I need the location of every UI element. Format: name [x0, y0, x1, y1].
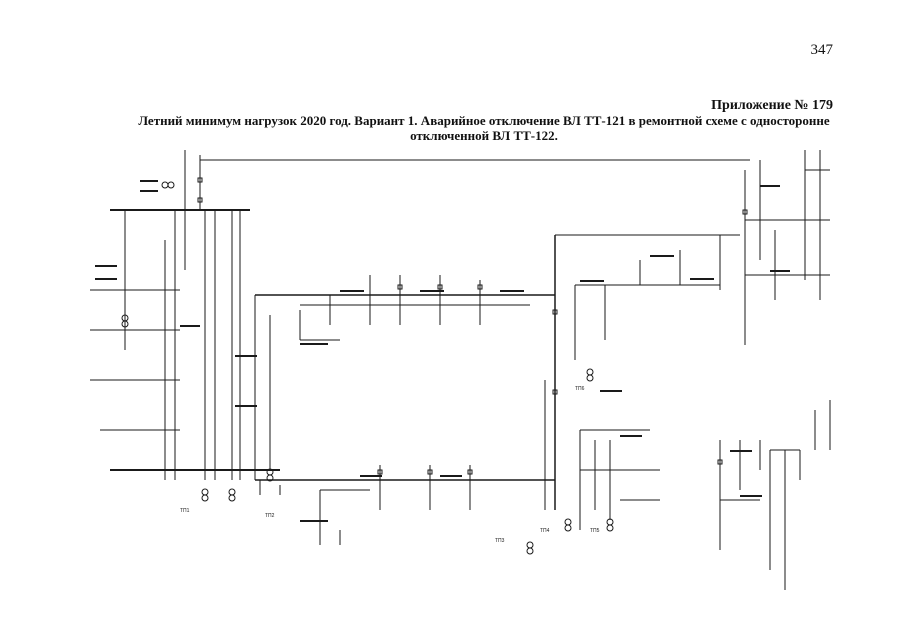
tiny-label-mark [300, 520, 328, 522]
transformer-symbol [201, 488, 209, 496]
tiny-label-mark [140, 190, 158, 192]
tiny-labels [95, 180, 790, 522]
tiny-label-mark [180, 325, 200, 327]
breaker-symbol [552, 309, 558, 315]
breaker-symbol [437, 284, 443, 290]
transformer-symbol [121, 320, 129, 328]
tiny-label-mark [440, 475, 462, 477]
tiny-label-mark [740, 495, 762, 497]
breaker-symbol [742, 209, 748, 215]
tiny-label-mark [360, 475, 382, 477]
label-t4: ТП4 [540, 528, 550, 534]
single-line-diagram: ТП1 ТП2 ТП3 ТП4 ТП5 ТП6 [0, 150, 905, 620]
transformer-symbol [228, 488, 236, 496]
tiny-label-mark [770, 270, 790, 272]
diagram-title-line-1: Летний минимум нагрузок 2020 год. Вариан… [138, 113, 830, 128]
page-number: 347 [810, 42, 834, 58]
label-t5: ТП5 [590, 528, 600, 534]
tiny-label-mark [140, 180, 158, 182]
schematic-svg: ТП1 ТП2 ТП3 ТП4 ТП5 ТП6 [90, 150, 831, 590]
tiny-label-mark [650, 255, 674, 257]
tiny-label-mark [620, 435, 642, 437]
transformer-symbol [564, 518, 572, 526]
breaker-symbol [552, 389, 558, 395]
label-t6: ТП6 [575, 386, 585, 392]
transformer-symbol [564, 524, 572, 532]
transformer-symbol [266, 474, 274, 482]
tiny-label-mark [690, 278, 714, 280]
transformer-symbol [201, 494, 209, 502]
breaker-symbol [427, 469, 433, 475]
transformer-symbol [228, 494, 236, 502]
tiny-label-mark [600, 390, 622, 392]
tiny-label-mark [95, 265, 117, 267]
breaker-symbol [467, 469, 473, 475]
appendix-label: Приложение № 179 [711, 98, 833, 113]
transformer-symbol [167, 181, 175, 189]
breaker-symbol [377, 469, 383, 475]
breaker-symbol [477, 284, 483, 290]
diagram-title-line-2: отключенной ВЛ ТТ-122. [410, 128, 558, 143]
tiny-label-mark [580, 280, 604, 282]
transformer-symbol [586, 374, 594, 382]
tiny-label-mark [730, 450, 752, 452]
breaker-symbol [197, 177, 203, 183]
transformer-symbol [526, 547, 534, 555]
diagram-title: Летний минимум нагрузок 2020 год. Вариан… [130, 113, 838, 143]
tiny-label-mark [340, 290, 364, 292]
label-t1: ТП1 [180, 508, 190, 514]
tiny-label-mark [760, 185, 780, 187]
transformer-symbol [161, 181, 169, 189]
label-t3: ТП3 [495, 538, 505, 544]
tiny-label-mark [235, 405, 257, 407]
transformer-symbol [586, 368, 594, 376]
label-t2: ТП2 [265, 513, 275, 519]
tiny-label-mark [95, 278, 117, 280]
tiny-label-mark [300, 343, 328, 345]
breaker-symbol [717, 459, 723, 465]
transformer-symbol [526, 541, 534, 549]
breaker-symbol [197, 197, 203, 203]
tiny-label-mark [235, 355, 257, 357]
transformer-symbol [606, 524, 614, 532]
breaker-symbol [397, 284, 403, 290]
tiny-label-mark [500, 290, 524, 292]
tiny-label-mark [420, 290, 444, 292]
